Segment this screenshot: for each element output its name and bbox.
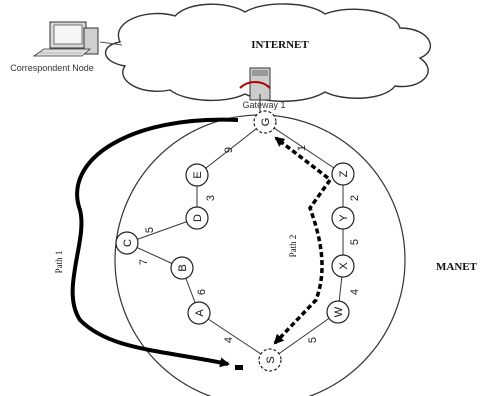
- node-label-d: D: [192, 214, 204, 222]
- path-2-to-gateway: [274, 136, 330, 180]
- node-circle-b: [170, 256, 194, 280]
- node-circle-d: [185, 206, 209, 230]
- node-label-x: X: [338, 262, 350, 270]
- node-e: E: [185, 163, 209, 187]
- node-s: S: [258, 348, 282, 372]
- source-marker: [235, 365, 243, 370]
- node-circle-x: [331, 254, 355, 278]
- node-circle-s: [258, 348, 282, 372]
- node-d: D: [185, 206, 209, 230]
- weight-c-b: 7: [138, 259, 150, 265]
- node-circle-a: [187, 301, 211, 325]
- path-1-route: [70, 117, 239, 368]
- correspondent-node-label: Correspondent Node: [10, 63, 94, 73]
- weight-y-x: 5: [349, 239, 361, 245]
- weight-z-y: 2: [349, 195, 361, 201]
- node-circle-z: [331, 162, 355, 186]
- gateway-label: Gateway 1: [242, 100, 285, 110]
- weight-x-w: 4: [349, 289, 361, 295]
- node-c: C: [115, 231, 139, 255]
- node-label-a: A: [194, 309, 206, 317]
- node-label-w: W: [333, 306, 345, 317]
- node-a: A: [187, 301, 211, 325]
- node-label-y: Y: [338, 214, 350, 222]
- weight-d-c: 5: [144, 227, 156, 233]
- path-2-route: [273, 178, 332, 345]
- node-label-c: C: [122, 239, 134, 247]
- nodes-layer: G E D C B A S Z Y X W: [115, 110, 355, 372]
- link-g-z: [264, 121, 344, 175]
- node-g: G: [253, 110, 277, 134]
- link-w-s: [269, 311, 339, 361]
- correspondent-link: [99, 41, 123, 46]
- weight-b-a: 6: [196, 289, 208, 295]
- node-y: Y: [331, 206, 355, 230]
- weight-g-e: 9: [223, 147, 235, 153]
- node-circle-c: [115, 231, 139, 255]
- internet-label: INTERNET: [251, 39, 309, 51]
- weight-w-s: 5: [307, 337, 319, 343]
- weight-g-z: 1: [296, 145, 308, 151]
- path-2-label: Path 2: [288, 235, 298, 258]
- node-label-z: Z: [338, 170, 350, 177]
- node-circle-g: [253, 110, 277, 134]
- node-w: W: [326, 300, 350, 324]
- links-layer: 9 3 5 7 6 4 1 2 5 4 5: [126, 121, 361, 361]
- node-label-b: B: [177, 264, 189, 271]
- node-z: Z: [331, 162, 355, 186]
- node-circle-w: [326, 300, 350, 324]
- weight-e-d: 3: [205, 195, 217, 201]
- node-label-g: G: [260, 118, 272, 127]
- node-b: B: [170, 256, 194, 280]
- manet-label: MANET: [436, 261, 478, 273]
- node-circle-y: [331, 206, 355, 230]
- link-g-e: [196, 121, 266, 176]
- link-d-c: [126, 217, 198, 244]
- node-label-e: E: [192, 171, 204, 178]
- weight-a-s: 4: [223, 337, 235, 343]
- link-a-s: [198, 312, 271, 361]
- node-label-s: S: [265, 356, 277, 363]
- node-x: X: [331, 254, 355, 278]
- computer-icon: [32, 21, 99, 57]
- path-1-label: Path 1: [54, 251, 64, 274]
- internet-cloud: INTERNET: [104, 3, 432, 102]
- node-circle-e: [185, 163, 209, 187]
